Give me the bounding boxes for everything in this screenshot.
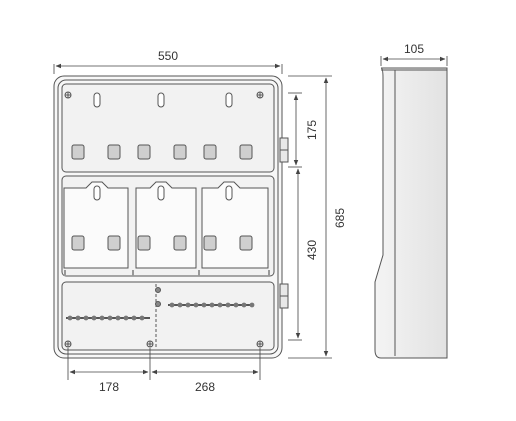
dim-middle-height: 430 [305,240,319,260]
dim-upper-height: 175 [305,120,319,140]
terminal-clamps-middle [71,235,253,251]
bottom-section [61,281,275,351]
terminal-clamps-top [71,144,253,160]
dim-overall-height: 685 [333,208,347,228]
front-inner-frame [57,79,279,355]
dim-bottom-right-width: 268 [195,380,215,394]
bottom-screws [64,287,264,348]
dim-bottom-left-width: 178 [99,380,119,394]
terminal-rail-left [66,315,150,321]
meter-slots-top [93,92,233,108]
mounting-screws-top [64,91,264,99]
dimension-lines [53,56,448,380]
terminal-rail-right [168,302,255,308]
side-view [374,67,448,359]
side-body [374,67,448,359]
meter-slots-middle [93,185,233,201]
front-view [53,75,289,359]
hinges [279,137,289,309]
small-markers-middle [64,270,270,276]
dim-overall-width: 550 [158,49,178,63]
dim-depth: 105 [404,42,424,56]
